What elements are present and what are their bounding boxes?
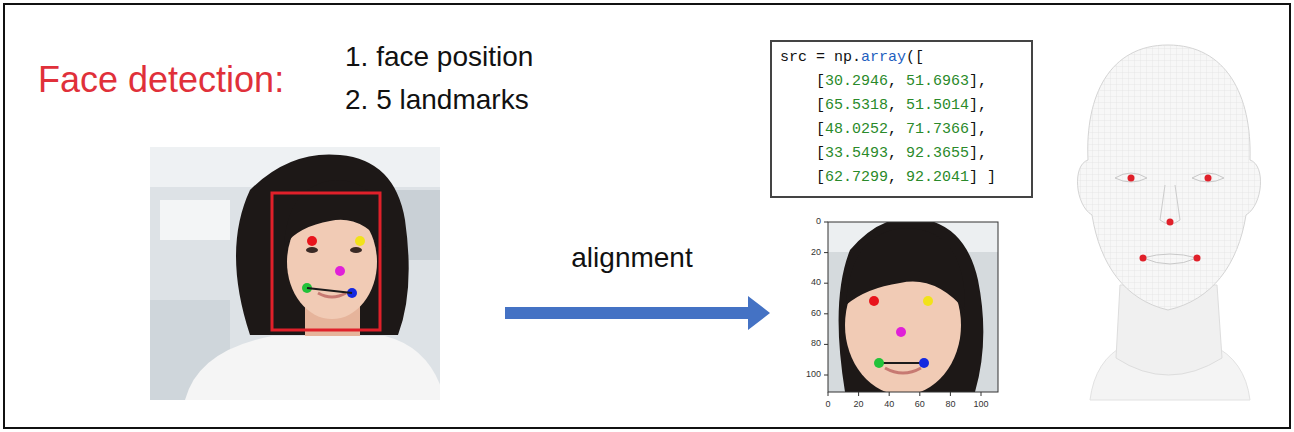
code-line: [30.2946, 51.6963], bbox=[816, 70, 1023, 94]
code-token: 51.5014 bbox=[906, 97, 969, 114]
axis-tick-label: 0 bbox=[825, 400, 830, 410]
axis-tick-label: 0 bbox=[816, 217, 821, 227]
landmark-dot bbox=[923, 296, 933, 306]
code-token: ], bbox=[969, 97, 987, 114]
code-token: [ bbox=[816, 97, 825, 114]
axis-tick-label: 40 bbox=[884, 400, 894, 410]
code-token: , bbox=[888, 145, 906, 162]
code-token: 33.5493 bbox=[825, 145, 888, 162]
plot-frame bbox=[828, 222, 998, 392]
mouth-line bbox=[879, 362, 924, 364]
axis-tick-label: 100 bbox=[973, 400, 988, 410]
axis-tick-label: 80 bbox=[945, 400, 955, 410]
caption-text: alignment bbox=[571, 243, 692, 274]
alignment-arrow bbox=[505, 296, 770, 330]
landmark-dot bbox=[355, 236, 365, 246]
landmark-dot bbox=[869, 296, 879, 306]
mouth-line bbox=[307, 288, 352, 293]
landmark-dot bbox=[874, 358, 884, 368]
axis-tick-label: 60 bbox=[811, 309, 821, 319]
axis-tick-label: 40 bbox=[811, 278, 821, 288]
code-box: src = np.array([[30.2946, 51.6963],[65.5… bbox=[770, 40, 1033, 198]
code-line: [62.7299, 92.2041] ] bbox=[816, 166, 1023, 190]
face-box bbox=[272, 193, 380, 330]
landmark-dot bbox=[919, 358, 929, 368]
aligned-face bbox=[828, 222, 998, 392]
frame-border bbox=[4, 4, 1290, 428]
code-token: , bbox=[888, 73, 906, 90]
code-token: 92.3655 bbox=[906, 145, 969, 162]
caption-text: 2. 5 landmarks bbox=[345, 85, 529, 116]
code-token: 48.0252 bbox=[825, 121, 888, 138]
code-token: 30.2946 bbox=[825, 73, 888, 90]
landmark-dot bbox=[335, 266, 345, 276]
code-token: [ bbox=[816, 73, 825, 90]
code-token: 92.2041 bbox=[906, 169, 969, 186]
code-token: ], bbox=[969, 145, 987, 162]
head-model bbox=[1077, 45, 1260, 400]
landmark-dot bbox=[307, 236, 317, 246]
code-token: , bbox=[888, 97, 906, 114]
axis-ticks bbox=[824, 222, 981, 396]
code-token: [ bbox=[816, 169, 825, 186]
code-token: array bbox=[861, 49, 906, 66]
axis-tick-label: 20 bbox=[854, 400, 864, 410]
code-token: 65.5318 bbox=[825, 97, 888, 114]
code-token: ], bbox=[969, 121, 987, 138]
code-token: 71.7366 bbox=[906, 121, 969, 138]
axis-tick-label: 60 bbox=[915, 400, 925, 410]
code-line: [48.0252, 71.7366], bbox=[816, 118, 1023, 142]
axis-tick-label: 80 bbox=[811, 339, 821, 349]
code-line: [33.5493, 92.3655], bbox=[816, 142, 1023, 166]
landmark-dot bbox=[896, 327, 906, 337]
code-token: ] ] bbox=[969, 169, 996, 186]
axis-tick-label: 20 bbox=[811, 248, 821, 258]
code-line: [65.5318, 51.5014], bbox=[816, 94, 1023, 118]
code-token: ([ bbox=[906, 49, 924, 66]
code-token: , bbox=[888, 121, 906, 138]
code-token: 51.6963 bbox=[906, 73, 969, 90]
axis-tick-label: 100 bbox=[806, 370, 821, 380]
code-token: , bbox=[888, 169, 906, 186]
caption-text: 1. face position bbox=[345, 42, 533, 73]
caption-text: Face detection: bbox=[38, 60, 284, 100]
code-token: 62.7299 bbox=[825, 169, 888, 186]
code-token: [ bbox=[816, 121, 825, 138]
code-line: src = np.array([ bbox=[780, 46, 1023, 70]
code-token: ], bbox=[969, 73, 987, 90]
input-photo bbox=[150, 147, 440, 400]
code-token: [ bbox=[816, 145, 825, 162]
code-token: src = np. bbox=[780, 49, 861, 66]
